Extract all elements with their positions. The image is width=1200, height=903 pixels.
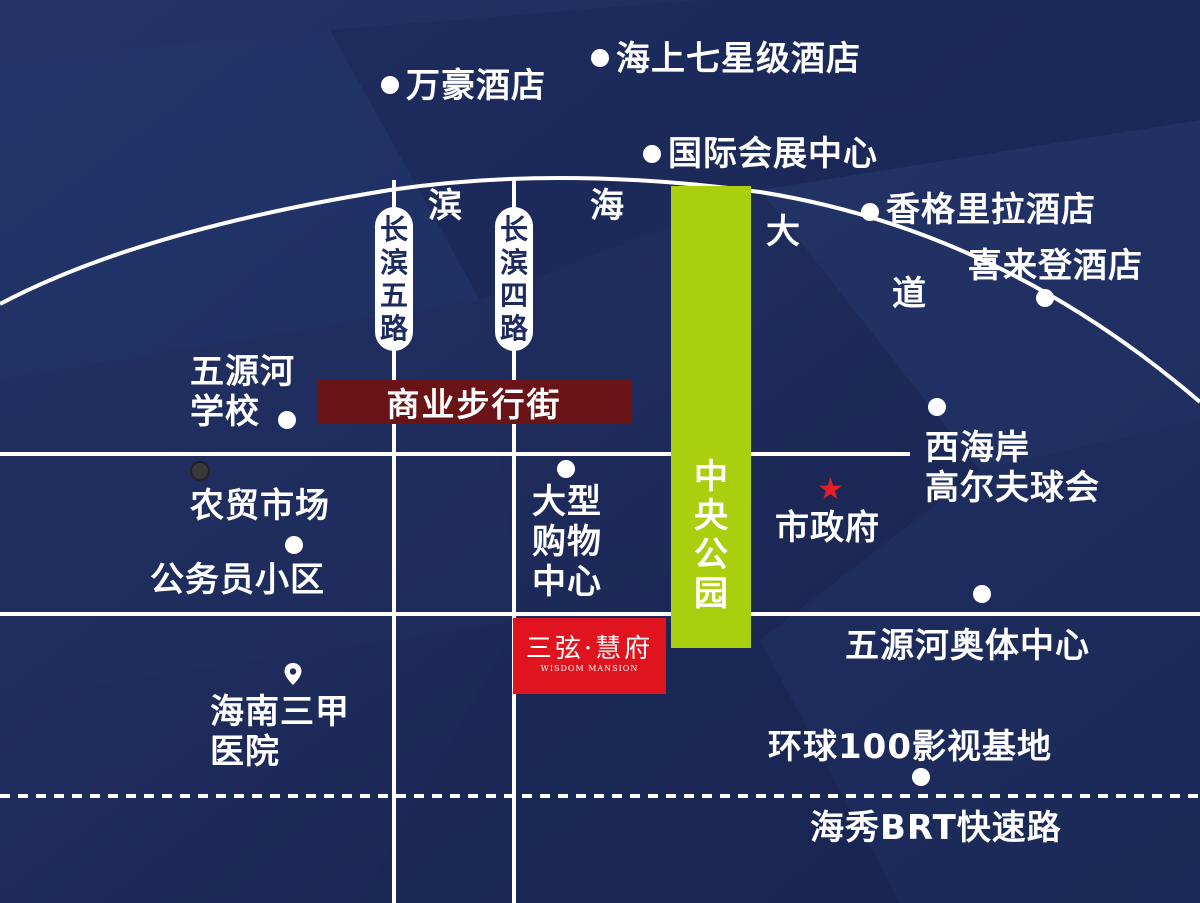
- sheraton-label: 喜来登酒店: [968, 246, 1143, 286]
- dot-icon: [861, 203, 879, 221]
- wuyuanhe-school-label: 五源河学校: [190, 352, 295, 432]
- dot-icon: [928, 398, 946, 416]
- farmers-market-label: 农贸市场: [190, 486, 330, 526]
- changbin-5-road-label: 长滨五路: [375, 207, 413, 351]
- project-name: 三弦·慧府: [525, 634, 654, 664]
- hospital-label: 海南三甲医院: [210, 692, 350, 772]
- city-government-label: 市政府: [775, 508, 880, 548]
- central-park-label: 中央公园: [694, 457, 728, 614]
- binhai-avenue-road: [0, 176, 1200, 404]
- brt-expressway-label: 海秀BRT快速路: [810, 808, 1062, 848]
- dot-icon: [643, 145, 661, 163]
- dot-icon: [1036, 289, 1054, 307]
- star-icon: ★: [817, 472, 844, 507]
- central-park: 中央公园: [671, 186, 751, 648]
- project-marker: 三弦·慧府 WISDOM MANSION: [513, 618, 666, 694]
- haishang-hotel-label: 海上七星级酒店: [616, 39, 861, 79]
- binhai-avenue-label-2: 海: [590, 186, 624, 226]
- dot-icon: [557, 460, 575, 478]
- map-pin-icon: [284, 663, 302, 685]
- wanhao-hotel-label: 万豪酒店: [406, 66, 546, 106]
- film-base-label: 环球100影视基地: [768, 727, 1052, 767]
- shangri-la-label: 香格里拉酒店: [886, 190, 1096, 230]
- shopping-center-label: 大型购物中心: [532, 482, 602, 602]
- dot-icon: [190, 461, 210, 481]
- dot-icon: [912, 768, 930, 786]
- pedestrian-street-label: 商业步行街: [386, 385, 562, 424]
- binhai-avenue-label-1: 滨: [428, 186, 462, 226]
- convention-center-label: 国际会展中心: [668, 134, 878, 174]
- binhai-avenue-label-4: 道: [892, 274, 926, 314]
- pedestrian-street: 商业步行街: [317, 380, 631, 424]
- west-coast-golf-label: 西海岸高尔夫球会: [925, 428, 1100, 508]
- dot-icon: [278, 411, 296, 429]
- binhai-avenue-label-3: 大: [766, 212, 800, 252]
- dot-icon: [381, 76, 399, 94]
- dot-icon: [285, 536, 303, 554]
- wuyuanhe-sports-center-label: 五源河奥体中心: [845, 626, 1090, 666]
- dot-icon: [973, 585, 991, 603]
- dot-icon: [591, 49, 609, 67]
- changbin-4-road-label: 长滨四路: [495, 207, 533, 351]
- civil-servant-community-label: 公务员小区: [150, 560, 325, 600]
- project-english-name: WISDOM MANSION: [540, 664, 639, 673]
